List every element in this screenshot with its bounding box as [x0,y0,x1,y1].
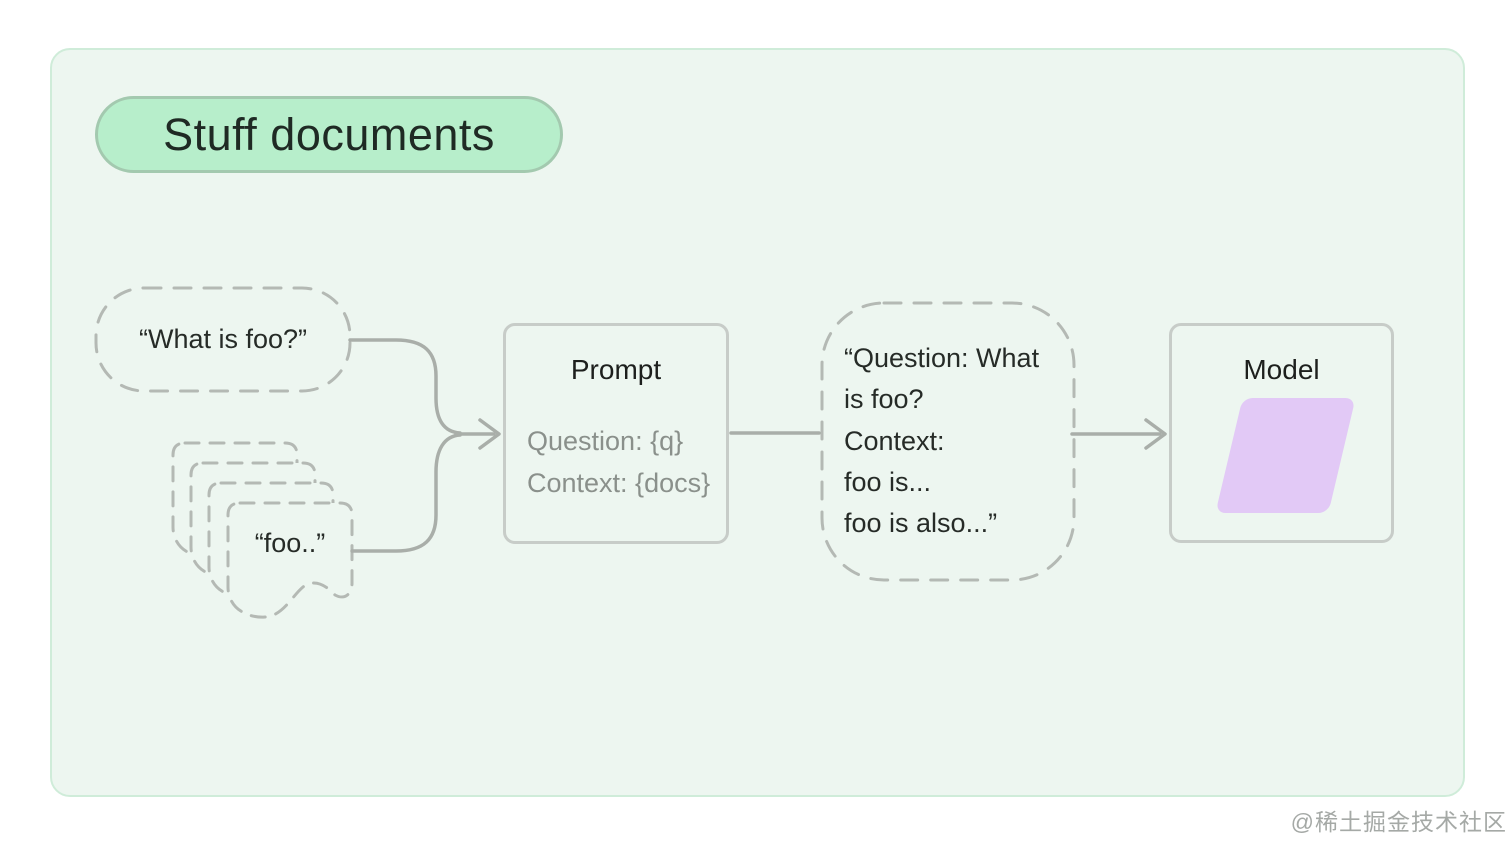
stuffed-prompt-line: foo is... [844,466,932,497]
prompt-template-line-question: Question: {q} [527,426,684,456]
prompt-template-body: Question: {q} Context: {docs} [527,420,710,504]
stuffed-prompt-text: “Question: What is foo? Context: foo is.… [844,338,1068,544]
diagram-title-pill: Stuff documents [95,96,563,173]
stuffed-prompt-line: foo is also...” [844,508,998,539]
stuffed-prompt-line: Context: [844,425,945,456]
model-parallelogram-icon [1215,398,1356,513]
user-question-text: “What is foo?” [138,324,308,354]
stuffed-prompt-line: “Question: What [844,343,1040,373]
prompt-template-line-context: Context: {docs} [527,468,711,498]
stuffed-prompt-line: is foo? [844,384,924,415]
document-front-text: “foo..” [254,528,326,558]
prompt-node: Prompt Question: {q} Context: {docs} [503,323,729,544]
model-node: Model [1169,323,1394,543]
prompt-node-title: Prompt [570,354,662,385]
watermark-text: @稀土掘金技术社区 [1290,809,1507,835]
diagram-title: Stuff documents [163,108,495,160]
model-node-title: Model [1243,354,1320,385]
